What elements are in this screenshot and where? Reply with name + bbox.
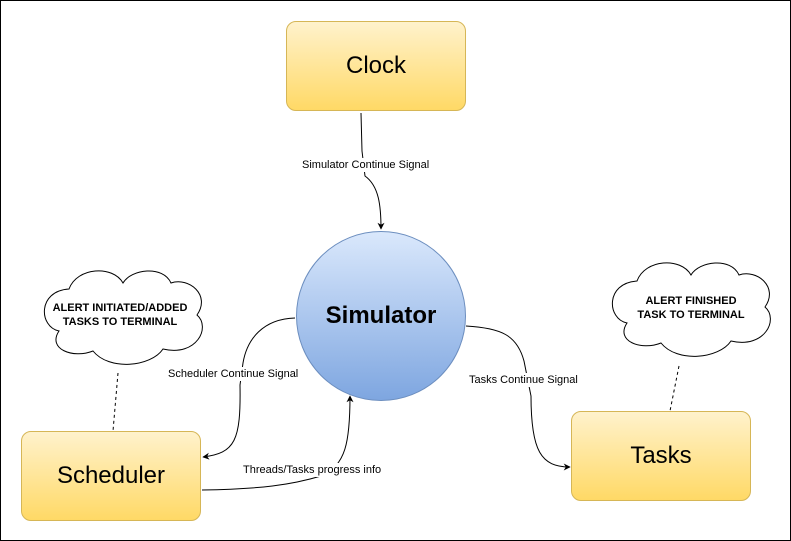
tasks-continue-label: Tasks Continue Signal bbox=[468, 373, 579, 387]
edge-simulator-scheduler bbox=[202, 317, 296, 460]
cloud-left-line-1: ALERT INITIATED/ADDED bbox=[52, 302, 188, 314]
cloud-right-line-1: ALERT FINISHED bbox=[645, 295, 737, 307]
tasks-node: Tasks bbox=[571, 411, 751, 501]
progress-info-label: Threads/Tasks progress info bbox=[242, 463, 383, 477]
tasks-label: Tasks bbox=[630, 442, 692, 469]
simulator-label: Simulator bbox=[325, 302, 437, 329]
cloud-left-line-2: TASKS TO TERMINAL bbox=[62, 316, 178, 328]
cloud-right-line-2: TASK TO TERMINAL bbox=[637, 309, 745, 321]
clock-node: Clock bbox=[286, 21, 466, 111]
clock-label: Clock bbox=[345, 52, 406, 79]
cloud-left-connector bbox=[112, 372, 119, 432]
edge-clock-simulator bbox=[360, 112, 385, 230]
scheduler-label: Scheduler bbox=[56, 462, 166, 489]
cloud-left-shape bbox=[44, 270, 203, 365]
edge-simulator-tasks bbox=[465, 325, 571, 471]
scheduler-node: Scheduler bbox=[21, 431, 201, 521]
cloud-right-connector bbox=[669, 365, 680, 412]
scheduler-continue-label: Scheduler Continue Signal bbox=[167, 367, 300, 381]
cloud-left-text: ALERT INITIATED/ADDED TASKS TO TERMINAL bbox=[45, 301, 195, 329]
simulator-node: Simulator bbox=[296, 231, 466, 401]
cloud-right-text: ALERT FINISHED TASK TO TERMINAL bbox=[616, 294, 766, 322]
cloud-right-shape bbox=[612, 262, 771, 357]
simulator-continue-label: Simulator Continue Signal bbox=[301, 158, 431, 172]
